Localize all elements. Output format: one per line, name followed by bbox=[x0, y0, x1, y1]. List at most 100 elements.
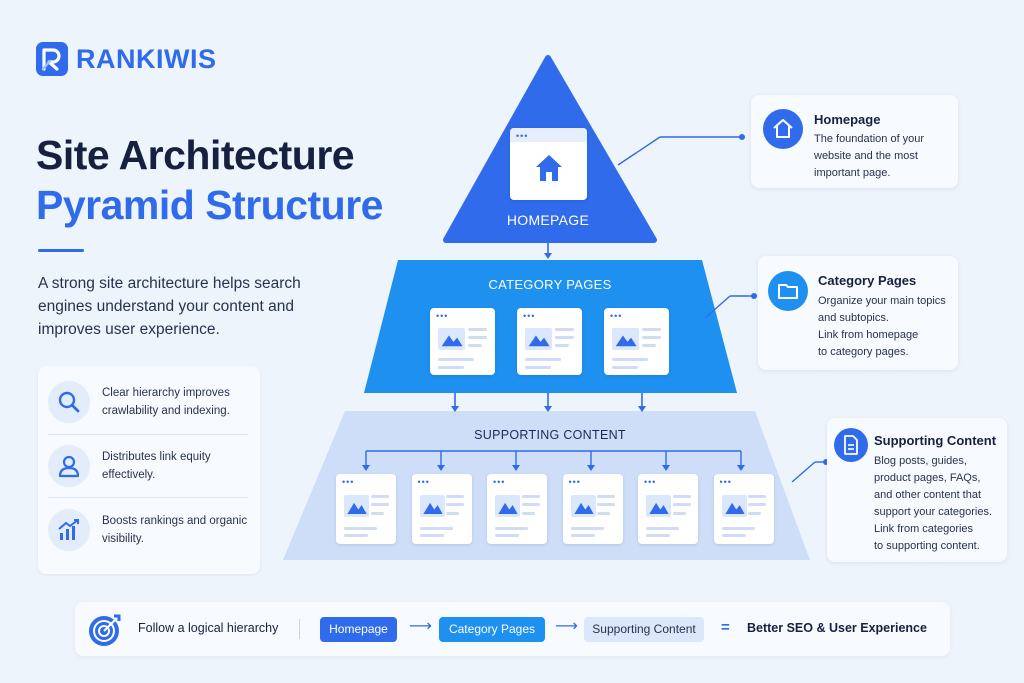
callout-title: Homepage bbox=[814, 112, 881, 127]
image-placeholder-icon bbox=[721, 495, 747, 518]
page-card: ••• bbox=[487, 474, 547, 544]
callout-body: The foundation of your website and the m… bbox=[814, 133, 925, 179]
text-line bbox=[672, 503, 691, 507]
benefit-text: Boosts rankings and organic visibility. bbox=[102, 515, 248, 545]
text-line bbox=[554, 344, 569, 348]
homepage-tier-label: HOMEPAGE bbox=[506, 212, 590, 228]
text-line bbox=[525, 358, 561, 362]
window-dots-icon: ••• bbox=[436, 311, 449, 321]
text-line bbox=[748, 495, 767, 498]
callout-leaders bbox=[617, 134, 829, 483]
window-dots-icon: ••• bbox=[516, 131, 529, 141]
text-line bbox=[612, 358, 648, 362]
equals-sign: = bbox=[721, 619, 730, 636]
folder-icon bbox=[768, 271, 808, 311]
page-card: ••• bbox=[713, 474, 774, 544]
image-placeholder-icon bbox=[570, 495, 596, 518]
page-card: ••• bbox=[517, 308, 582, 375]
arrow-right-icon: ⟶ bbox=[409, 618, 432, 635]
text-line bbox=[521, 503, 540, 507]
text-line bbox=[438, 358, 474, 362]
text-line bbox=[521, 495, 540, 498]
text-line bbox=[438, 365, 464, 369]
text-line bbox=[525, 365, 551, 369]
image-placeholder-icon bbox=[344, 495, 370, 518]
benefit-text: Distributes link equity effectively. bbox=[102, 451, 211, 481]
text-line bbox=[646, 534, 670, 538]
home-icon bbox=[763, 109, 803, 149]
document-icon bbox=[834, 428, 868, 462]
text-line bbox=[554, 336, 575, 340]
window-titlebar bbox=[510, 128, 587, 142]
intro-text: A strong site architecture helps search … bbox=[38, 275, 301, 338]
page-card: ••• bbox=[411, 474, 472, 544]
window-dots-icon: ••• bbox=[644, 477, 657, 487]
text-line bbox=[467, 336, 488, 340]
window-dots-icon: ••• bbox=[417, 477, 430, 487]
text-line bbox=[344, 526, 377, 530]
image-placeholder-icon bbox=[612, 328, 640, 350]
benefit-item: Distributes link equity effectively. bbox=[48, 436, 248, 496]
text-line bbox=[370, 495, 389, 498]
flow-lead-text: Follow a logical hierarchy bbox=[138, 621, 279, 635]
text-line bbox=[446, 495, 465, 498]
image-placeholder-icon bbox=[419, 495, 445, 518]
window-dots-icon: ••• bbox=[342, 477, 355, 487]
text-line bbox=[370, 511, 384, 515]
text-line bbox=[748, 503, 767, 507]
text-line bbox=[467, 344, 482, 348]
text-line bbox=[672, 511, 686, 515]
benefit-item: Clear hierarchy improves crawlability an… bbox=[48, 372, 248, 432]
flow-step-supporting: Supporting Content bbox=[584, 617, 704, 642]
target-icon bbox=[87, 612, 123, 653]
callout-title: Supporting Content bbox=[874, 433, 997, 448]
text-line bbox=[570, 526, 604, 530]
brand-name: RANKIWIS bbox=[76, 43, 217, 74]
text-line bbox=[641, 336, 662, 340]
callout-body: Blog posts, guides, product pages, FAQs,… bbox=[874, 455, 993, 552]
page-card: ••• bbox=[638, 474, 698, 544]
benefit-text: Clear hierarchy improves crawlability an… bbox=[102, 387, 230, 417]
text-line bbox=[344, 534, 368, 538]
window-dots-icon: ••• bbox=[493, 477, 506, 487]
tier-arrows bbox=[451, 240, 646, 412]
divider bbox=[299, 619, 300, 639]
image-placeholder-icon bbox=[646, 495, 672, 518]
arrow-right-icon: ⟶ bbox=[555, 618, 578, 635]
text-line bbox=[597, 511, 611, 515]
text-line bbox=[641, 344, 656, 348]
text-line bbox=[554, 328, 575, 332]
callout-homepage: Homepage The foundation of your website … bbox=[751, 95, 958, 188]
growth-chart-icon bbox=[48, 509, 90, 551]
brand: RANKIWIS bbox=[36, 42, 217, 76]
window-dots-icon: ••• bbox=[523, 311, 536, 321]
flow-step-category: Category Pages bbox=[439, 617, 545, 642]
text-line bbox=[721, 534, 746, 538]
text-line bbox=[597, 495, 616, 498]
image-placeholder-icon bbox=[495, 495, 521, 518]
text-line bbox=[672, 495, 691, 498]
text-line bbox=[521, 511, 535, 515]
callout-category: Category Pages Organize your main topics… bbox=[758, 256, 958, 370]
page-card: ••• bbox=[562, 474, 623, 544]
text-line bbox=[370, 503, 389, 507]
home-icon bbox=[533, 152, 565, 189]
user-icon bbox=[48, 445, 90, 487]
benefit-item: Boosts rankings and organic visibility. bbox=[48, 500, 248, 560]
text-line bbox=[597, 503, 616, 507]
search-icon bbox=[48, 381, 90, 423]
flow-step-homepage: Homepage bbox=[320, 617, 397, 642]
text-line bbox=[446, 511, 460, 515]
page-title-line2: Pyramid Structure bbox=[36, 182, 383, 228]
text-line bbox=[467, 328, 488, 332]
text-line bbox=[641, 328, 662, 332]
image-placeholder-icon bbox=[525, 328, 553, 350]
text-line bbox=[646, 526, 679, 530]
text-line bbox=[748, 511, 762, 515]
page-title-line1: Site Architecture bbox=[36, 132, 355, 178]
text-line bbox=[495, 534, 519, 538]
image-placeholder-icon bbox=[438, 328, 466, 350]
divider bbox=[48, 434, 248, 435]
text-line bbox=[446, 503, 465, 507]
text-line bbox=[570, 534, 595, 538]
